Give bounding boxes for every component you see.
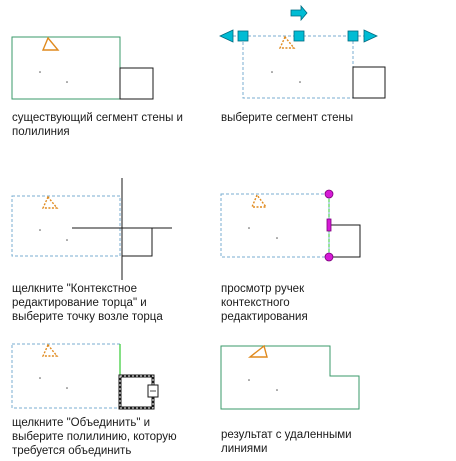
polyline — [352, 66, 386, 99]
wall-segment-selected — [220, 193, 330, 258]
grip-square-mid-icon — [293, 30, 305, 42]
panel-existing — [11, 36, 154, 100]
panel-pick-point — [11, 178, 172, 280]
grip-square-right-icon — [347, 30, 359, 42]
wall-segment-selected — [242, 35, 354, 99]
hatch-triangle — [41, 36, 60, 51]
dot — [39, 229, 41, 231]
caption-step-3: щелкните "Контекстное редактирование тор… — [12, 283, 163, 323]
dot — [39, 377, 41, 379]
grip-arrow-up-icon — [290, 4, 308, 22]
panel-selected — [219, 4, 386, 99]
hatch-triangle — [250, 193, 268, 208]
hatch-triangle — [247, 344, 268, 358]
hatch-triangle — [41, 343, 59, 357]
dot — [66, 387, 68, 389]
end-grip-top-icon — [324, 189, 334, 199]
caption-step-4: просмотр ручек контекстного редактирован… — [221, 283, 308, 323]
hatch-triangle — [41, 195, 59, 209]
caption-step-5: щелкните "Объединить" и выберите полилин… — [12, 417, 177, 457]
dot — [39, 71, 41, 73]
polyline — [122, 227, 153, 257]
grip-arrow-left-icon — [219, 29, 234, 43]
wall-segment-selected — [11, 195, 121, 257]
end-grip-bottom-icon — [324, 252, 334, 262]
joined-wall — [220, 345, 360, 410]
dot — [248, 227, 250, 229]
dot — [248, 379, 250, 381]
hatch-triangle — [278, 35, 296, 49]
dot — [299, 81, 301, 83]
wall-segment — [11, 36, 121, 100]
dot — [66, 81, 68, 83]
wall-segment-selected — [11, 343, 121, 409]
caption-step-6: результат с удаленными линиями — [221, 429, 352, 455]
dot — [271, 71, 273, 73]
grip-arrow-right-icon — [363, 29, 378, 43]
caption-step-1: существующий сегмент стены и полилиния — [12, 112, 183, 138]
caption-step-2: выберите сегмент стены — [221, 112, 354, 124]
dot — [276, 389, 278, 391]
end-grip-mid-icon — [326, 218, 332, 232]
panel-join — [11, 343, 159, 410]
dot — [276, 237, 278, 239]
dot — [66, 239, 68, 241]
panel-context-grips — [220, 189, 361, 262]
grip-square-left-icon — [237, 30, 249, 42]
polyline — [329, 224, 361, 258]
panel-result — [220, 344, 360, 410]
polyline — [119, 67, 154, 100]
